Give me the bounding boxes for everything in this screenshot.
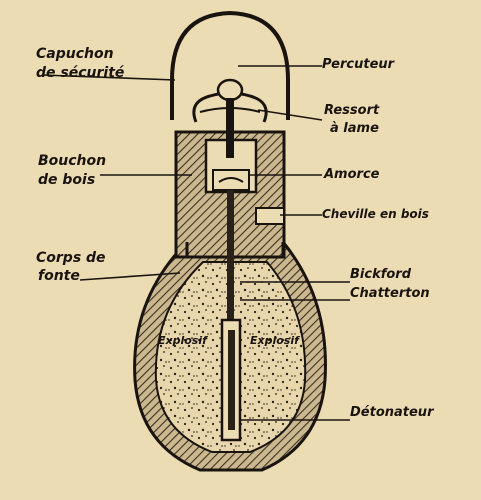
label-ressort-line2: à lame: [330, 121, 379, 136]
striker-pin: [226, 98, 234, 158]
label-capuchon-line1: Capuchon: [36, 46, 114, 62]
label-corps-line1: Corps de: [36, 250, 106, 266]
leader-lines: [41, 65, 350, 421]
primer: [212, 169, 250, 191]
safety-cap: [170, 10, 290, 120]
striker-head: [216, 78, 244, 102]
label-explosif-left: Explosif: [158, 334, 208, 347]
label-explosif-right: Explosif: [250, 334, 300, 347]
label-bouchon-line1: Bouchon: [38, 153, 106, 169]
label-cheville: Cheville en bois: [322, 207, 429, 221]
label-corps-line2: fonte: [38, 268, 80, 284]
bickford-fuse: [227, 190, 234, 340]
label-chatterton: Chatterton: [350, 286, 430, 301]
label-detonateur: Détonateur: [350, 405, 435, 420]
label-amorce: Amorce: [323, 167, 380, 182]
label-capuchon-line2: de sécurité: [36, 65, 125, 81]
label-bouchon-line2: de bois: [38, 172, 95, 188]
label-bickford: Bickford: [350, 267, 412, 282]
body-neck: [185, 242, 285, 258]
wooden-peg: [255, 207, 285, 225]
label-percuteur: Percuteur: [322, 57, 396, 72]
label-ressort-line1: Ressort: [324, 103, 380, 118]
